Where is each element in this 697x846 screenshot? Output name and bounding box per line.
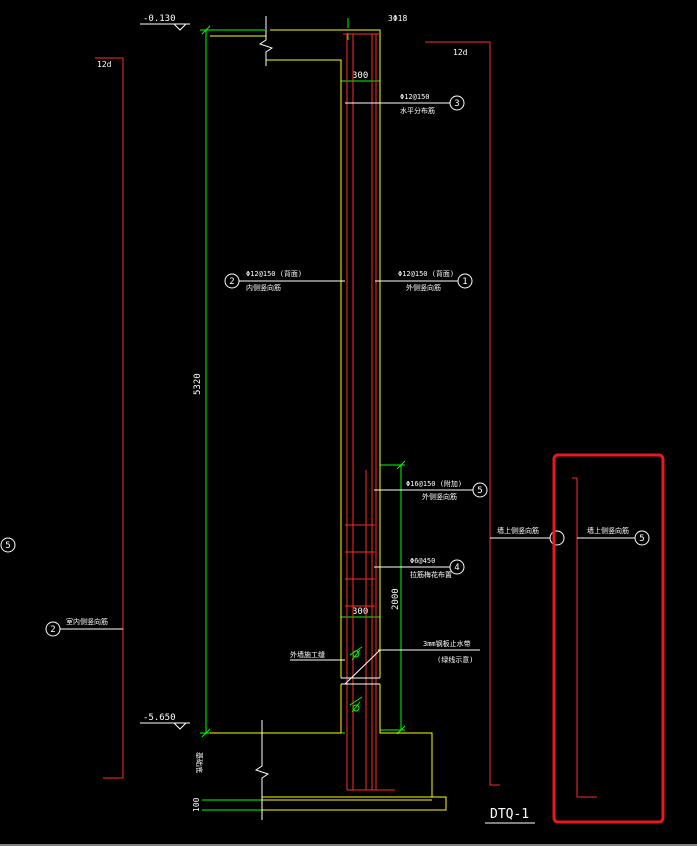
left-circle-5: 5 <box>0 537 16 553</box>
callout-5: 5 Φ16@150 (附加) 外侧竖向筋 <box>374 479 488 501</box>
dim-wall-width-top: 300 <box>352 71 368 81</box>
left-circle-5-number: 5 <box>5 541 10 551</box>
callout-2-line1: Φ12@150 (背面) <box>246 269 302 278</box>
callout-1-line1: Φ12@150 (背面) <box>398 269 454 278</box>
wall-outline <box>210 29 447 811</box>
left-callout-2-text: 室内侧竖向筋 <box>66 617 108 626</box>
break-lines <box>0 16 697 846</box>
elevation-top-label: -0.130 <box>143 14 176 24</box>
top-bars-label: 3Φ18 <box>388 14 407 23</box>
waterstop-label: 外墙施工缝 <box>290 650 325 659</box>
dim-wall-width-bottom: 300 <box>352 607 368 617</box>
elevation-top: -0.130 <box>140 14 190 31</box>
callout-3-number: 3 <box>454 99 459 109</box>
callout-5-line1: Φ16@150 (附加) <box>406 479 462 488</box>
callout-1-line2: 外侧竖向筋 <box>406 283 441 292</box>
callout-1-number: 1 <box>462 277 467 287</box>
callout-2-line2: 内侧竖向筋 <box>246 283 281 292</box>
highlight-number: 5 <box>639 534 644 544</box>
elevation-bottom: -5.650 <box>140 713 190 730</box>
callout-4: 4 Φ6@450 拉筋梅花布置 <box>374 557 465 579</box>
highlight-text: 墙上侧竖向筋 <box>587 526 629 535</box>
dim-height-total: 5320 <box>193 373 203 395</box>
callout-3: 3 Φ12@150 水平分布筋 <box>345 93 465 115</box>
callout-4-number: 4 <box>454 563 459 573</box>
left-callout-2: 2 室内侧竖向筋 <box>45 617 123 637</box>
right-callout-text: 墙上侧竖向筋 <box>497 526 539 535</box>
callout-3-line1: Φ12@150 <box>400 93 430 101</box>
dim-slab-thickness: 100 <box>192 797 201 812</box>
waterstop-detail: 外墙施工缝 3mm钢板止水带 (绿线示意) <box>290 639 480 713</box>
waterstop-line1: 3mm钢板止水带 <box>423 639 471 648</box>
drawing-title: DTQ-1 <box>485 807 535 824</box>
anchor-left-label: 12d <box>97 60 112 69</box>
foundation-label: 基础底 <box>195 752 204 773</box>
rebar-lines <box>95 33 500 791</box>
callout-2-number: 2 <box>229 277 234 287</box>
highlight-box: 5 墙上侧竖向筋 <box>552 453 665 824</box>
dim-lower-height: 2000 <box>391 588 401 610</box>
drawing-title-text: DTQ-1 <box>490 807 529 822</box>
waterstop-line2: (绿线示意) <box>437 655 473 664</box>
elevation-bottom-label: -5.650 <box>143 713 176 723</box>
dimension-lines <box>200 18 406 811</box>
left-callout-2-number: 2 <box>50 625 55 635</box>
right-callout: 墙上侧竖向筋 <box>490 526 565 546</box>
callout-4-line2: 拉筋梅花布置 <box>410 570 452 579</box>
callout-2: 2 Φ12@150 (背面) 内侧竖向筋 <box>224 269 345 292</box>
anchor-right-label: 12d <box>453 48 468 57</box>
callout-1: 1 Φ12@150 (背面) 外侧竖向筋 <box>375 269 473 292</box>
callout-3-line2: 水平分布筋 <box>400 106 435 115</box>
callout-5-line2: 外侧竖向筋 <box>422 492 457 501</box>
callout-4-line1: Φ6@450 <box>410 557 435 565</box>
callout-5-number: 5 <box>477 486 482 496</box>
